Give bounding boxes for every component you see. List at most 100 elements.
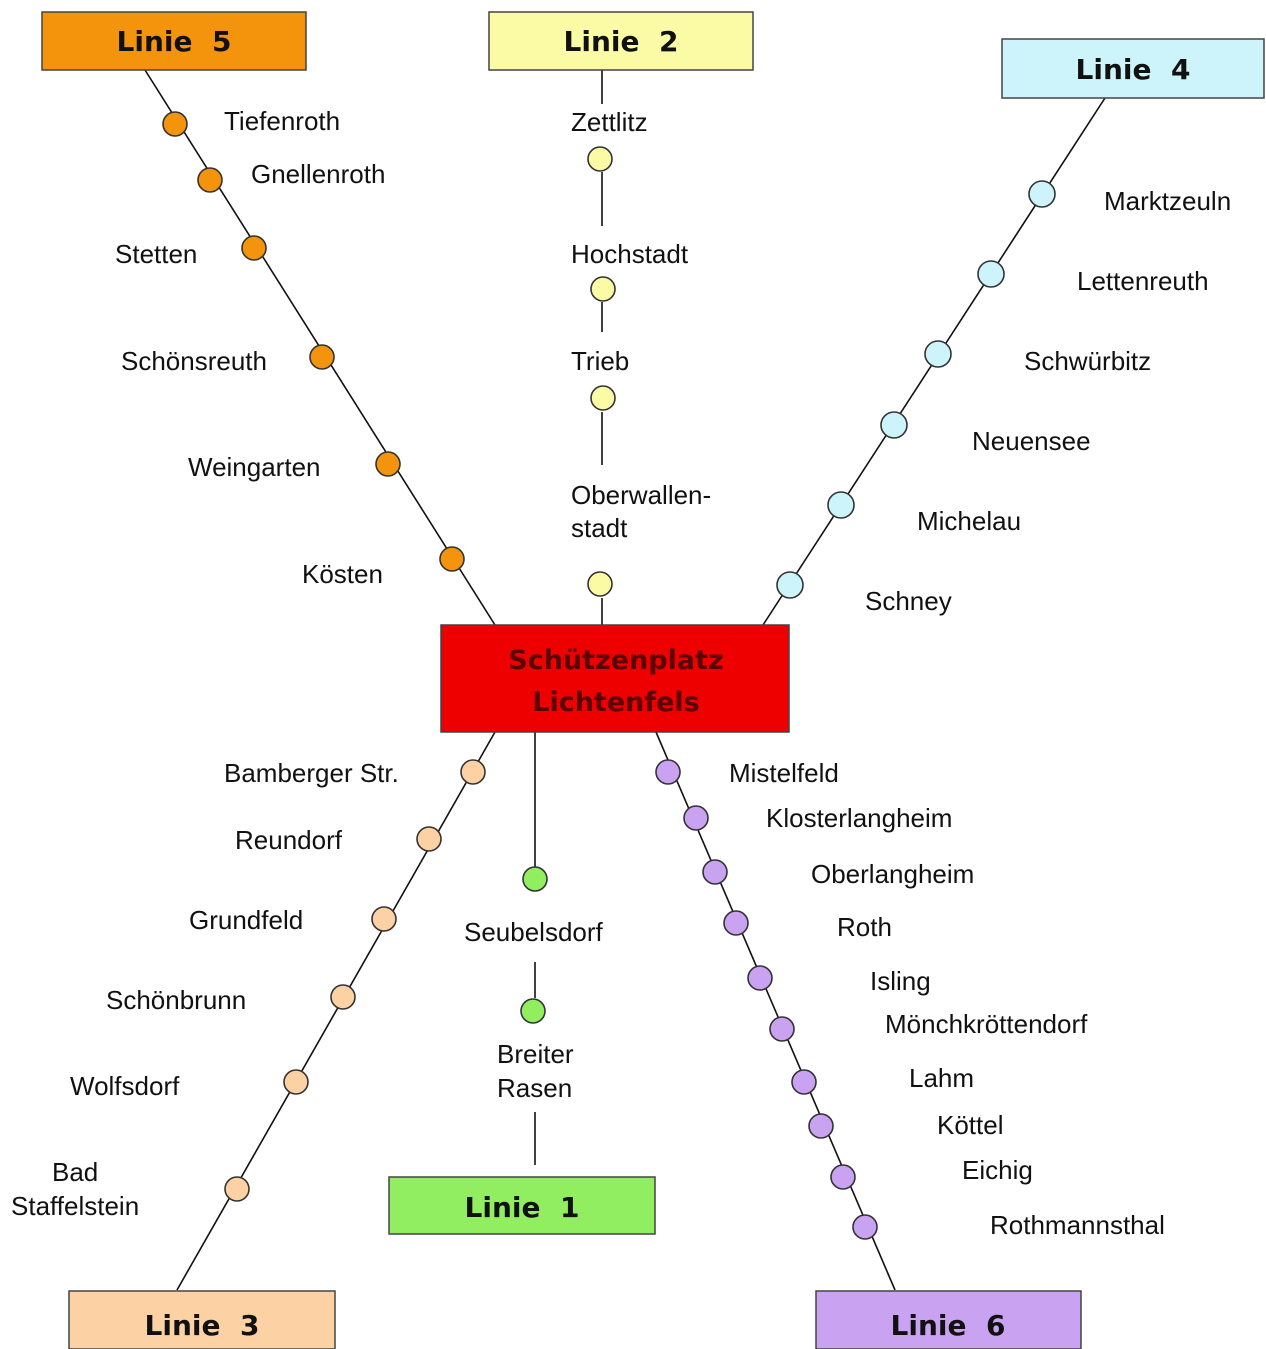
station-label: Schney xyxy=(865,586,952,616)
line4-stop-michelau xyxy=(827,491,855,519)
station-label: Mistelfeld xyxy=(729,758,839,788)
line4-box-bg xyxy=(1001,38,1265,99)
hub-title-line1: Schützenplatz xyxy=(508,645,723,676)
line5-stops xyxy=(162,111,465,572)
station-label: Schwürbitz xyxy=(1024,346,1151,376)
station-label: Tiefenroth xyxy=(224,106,340,136)
line5-box-bg xyxy=(41,11,307,71)
line4-box: Linie 4 xyxy=(1001,38,1265,99)
hub-title-line2: Lichtenfels xyxy=(532,687,700,718)
station-label: Zettlitz xyxy=(571,107,648,137)
line4-labels: Marktzeuln Lettenreuth Schwürbitz Neuens… xyxy=(865,186,1231,616)
line3-stop-reundorf xyxy=(416,826,442,852)
station-label: Kösten xyxy=(302,559,383,589)
line2-box-bg xyxy=(488,11,754,71)
station-label: Schönbrunn xyxy=(106,985,246,1015)
line1-box-bg xyxy=(388,1176,656,1235)
line6-title: Linie 6 xyxy=(891,1309,1006,1342)
line4-stop-marktzeuln xyxy=(1028,180,1056,208)
station-label: Rasen xyxy=(497,1073,572,1103)
line2-labels: Zettlitz Hochstadt Trieb Oberwallen- sta… xyxy=(571,107,711,543)
line2-stop-trieb xyxy=(590,385,616,411)
line2-box: Linie 2 xyxy=(488,11,754,71)
station-label: Wolfsdorf xyxy=(70,1071,180,1101)
station-label: Bad xyxy=(52,1157,98,1187)
line2-stop-zettlitz xyxy=(587,146,613,172)
station-label: Weingarten xyxy=(188,452,321,482)
line3-labels: Bamberger Str. Reundorf Grundfeld Schönb… xyxy=(11,758,399,1221)
station-label: Michelau xyxy=(917,506,1021,536)
station-label: Oberlangheim xyxy=(811,859,974,889)
station-label: stadt xyxy=(571,513,628,543)
line6-stop-klosterlangheim xyxy=(683,805,709,831)
line4-stop-schney xyxy=(776,571,804,599)
line6-stop-lahm xyxy=(791,1069,817,1095)
line3-stop-wolfsdorf xyxy=(283,1069,309,1095)
line1-stop-seubelsdorf xyxy=(522,866,548,892)
station-label: Oberwallen- xyxy=(571,480,711,510)
station-label: Lettenreuth xyxy=(1077,266,1209,296)
station-label: Neuensee xyxy=(972,426,1091,456)
line2-stop-oberwallenstadt xyxy=(587,571,613,597)
station-label: Breiter xyxy=(497,1039,574,1069)
station-label: Rothmannsthal xyxy=(990,1210,1165,1240)
line5-title: Linie 5 xyxy=(117,25,232,58)
line1-box: Linie 1 xyxy=(388,1176,656,1235)
line5-labels: Tiefenroth Gnellenroth Stetten Schönsreu… xyxy=(115,106,385,589)
line3-box: Linie 3 xyxy=(68,1290,336,1349)
station-label: Bamberger Str. xyxy=(224,758,399,788)
line6-box-bg xyxy=(815,1290,1082,1349)
station-label: Klosterlangheim xyxy=(766,803,952,833)
line6-stops xyxy=(655,759,878,1240)
station-label: Lahm xyxy=(909,1063,974,1093)
line1-stops xyxy=(520,866,548,1024)
line2-stop-hochstadt xyxy=(590,276,616,302)
line6-stop-oberlangheim xyxy=(702,859,728,885)
line6-box: Linie 6 xyxy=(815,1290,1082,1349)
line4-stop-schwuerbitz xyxy=(924,340,952,368)
station-label: Marktzeuln xyxy=(1104,186,1231,216)
line4-stops xyxy=(776,180,1056,599)
hub-box: Schützenplatz Lichtenfels xyxy=(440,624,790,733)
station-label: Mönchkröttendorf xyxy=(885,1009,1088,1039)
line3-stop-schoenbrunn xyxy=(330,984,356,1010)
station-label: Isling xyxy=(870,966,931,996)
line4-title: Linie 4 xyxy=(1076,53,1191,86)
line3-stop-bamberger-str xyxy=(460,759,486,785)
line5-stop-schoensreuth xyxy=(309,344,335,370)
line6-stop-rothmannsthal xyxy=(852,1214,878,1240)
hub-box-bg xyxy=(440,624,790,733)
line6-stop-roth xyxy=(723,910,749,936)
station-label: Roth xyxy=(837,912,892,942)
station-label: Köttel xyxy=(937,1110,1004,1140)
station-label: Stetten xyxy=(115,239,197,269)
line4-stop-lettenreuth xyxy=(977,260,1005,288)
line3-stops xyxy=(224,759,486,1202)
line3-title: Linie 3 xyxy=(145,1309,260,1342)
station-label: Staffelstein xyxy=(11,1191,139,1221)
line1-labels: Seubelsdorf Breiter Rasen xyxy=(464,917,604,1103)
line6-labels: Mistelfeld Klosterlangheim Oberlangheim … xyxy=(729,758,1165,1240)
station-label: Trieb xyxy=(571,346,629,376)
line3-stop-grundfeld xyxy=(371,906,397,932)
line2-title: Linie 2 xyxy=(564,25,679,58)
line6-stop-mistelfeld xyxy=(655,759,681,785)
station-label: Seubelsdorf xyxy=(464,917,604,947)
station-label: Gnellenroth xyxy=(251,159,385,189)
line3-box-bg xyxy=(68,1290,336,1349)
line6-stop-eichig xyxy=(830,1164,856,1190)
station-label: Schönsreuth xyxy=(121,346,267,376)
line5-stop-gnellenroth xyxy=(197,167,223,193)
line4-stop-neuensee xyxy=(880,411,908,439)
station-label: Reundorf xyxy=(235,825,343,855)
station-label: Eichig xyxy=(962,1155,1033,1185)
line6-stop-koettel xyxy=(808,1113,834,1139)
line5-stop-tiefenroth xyxy=(162,111,188,137)
line5-stop-koesten xyxy=(439,546,465,572)
line3-stop-bad-staffelstein xyxy=(224,1176,250,1202)
line2-stops xyxy=(587,146,616,597)
line6-stop-moenchkroettendorf xyxy=(769,1016,795,1042)
line1-stop-breiter-rasen xyxy=(520,998,546,1024)
line5-stop-weingarten xyxy=(375,451,401,477)
